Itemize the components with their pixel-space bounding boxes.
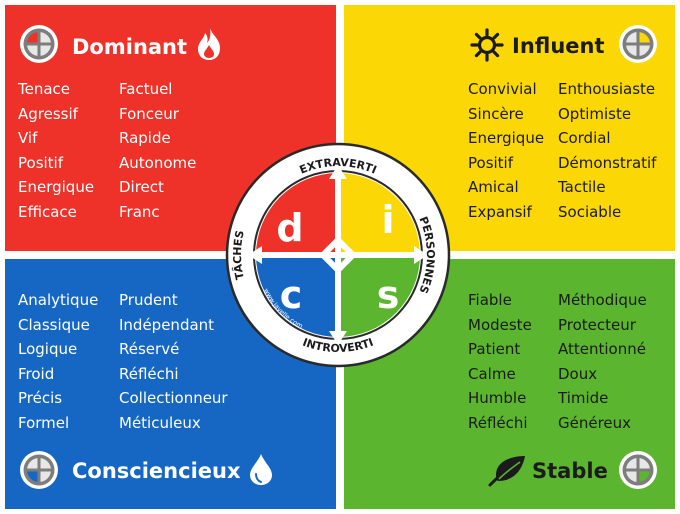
- dominant-title: Dominant: [72, 35, 188, 59]
- disc-wheel: d i c s EXTRAVERTI INTROVERTI TÂCHES PER…: [225, 142, 451, 368]
- trait: Positif: [18, 153, 63, 172]
- wheel-segment-i: [338, 173, 420, 255]
- trait: Factuel: [119, 80, 173, 98]
- disc-badge-icon: [20, 451, 58, 489]
- trait: Méticuleux: [119, 413, 201, 432]
- trait: Fiable: [468, 291, 512, 309]
- trait: Généreux: [558, 413, 632, 432]
- trait: Réfléchi: [468, 413, 528, 432]
- trait: Amical: [468, 178, 519, 197]
- trait: Enthousiaste: [558, 80, 656, 98]
- trait: Timide: [558, 389, 609, 408]
- wheel-segment-d: [256, 173, 338, 255]
- wheel-segment-c: [256, 255, 338, 337]
- trait: Sociable: [558, 202, 622, 221]
- trait: Agressif: [18, 104, 78, 123]
- influent-traits-right: Enthousiaste Optimiste Cordial Démonstra…: [558, 77, 656, 225]
- wheel-axes: [251, 168, 425, 342]
- trait: Franc: [119, 202, 160, 221]
- trait: Rapide: [119, 129, 171, 148]
- trait: Energique: [18, 178, 95, 197]
- trait: Réfléchi: [119, 364, 179, 383]
- trait: Froid: [18, 364, 55, 383]
- trait: Sincère: [468, 104, 524, 123]
- axis-label-left: TÂCHES: [231, 229, 247, 281]
- disc-badge-icon: [20, 25, 58, 63]
- wheel-letter-c: c: [280, 273, 303, 317]
- trait: Indépendant: [119, 315, 215, 334]
- axis-label-bottom: INTROVERTI: [301, 336, 375, 355]
- trait: Cordial: [558, 129, 611, 148]
- trait: Calme: [468, 364, 516, 383]
- trait: Energique: [468, 129, 545, 148]
- wheel-letter-i: i: [381, 198, 394, 242]
- consciencieux-title: Consciencieux: [72, 459, 241, 483]
- stable-traits-left: Fiable Modeste Patient Calme Humble Réfl…: [468, 288, 532, 436]
- influent-traits-left: Convivial Sincère Energique Positif Amic…: [468, 77, 544, 225]
- trait: Optimiste: [558, 104, 632, 123]
- trait: Collectionneur: [119, 389, 228, 408]
- trait: Doux: [558, 364, 598, 383]
- dominant-traits-left: Tenace Agressif Vif Positif Energique Ef…: [18, 77, 94, 225]
- disc-badge-icon: [619, 451, 657, 489]
- trait: Convivial: [468, 80, 537, 98]
- influent-title: Influent: [512, 34, 605, 58]
- trait: Autonome: [119, 153, 197, 172]
- trait: Analytique: [18, 291, 99, 309]
- consciencieux-traits-left: Analytique Classique Logique Froid Préci…: [18, 288, 98, 436]
- trait: Précis: [18, 389, 63, 408]
- flame-icon: [198, 28, 220, 60]
- trait: Efficace: [18, 202, 77, 221]
- leaf-icon: [488, 456, 525, 487]
- trait: Méthodique: [558, 291, 647, 309]
- wheel-segment-s: [338, 255, 420, 337]
- trait: Attentionné: [558, 340, 646, 359]
- disc-badge-icon: [619, 25, 657, 63]
- trait: Vif: [18, 129, 38, 148]
- wheel-letter-d: d: [276, 206, 303, 250]
- trait: Modeste: [468, 315, 532, 334]
- trait: Prudent: [119, 291, 178, 309]
- trait: Tactile: [558, 178, 606, 197]
- trait: Démonstratif: [558, 153, 657, 172]
- sun-icon: [470, 28, 504, 62]
- stable-traits-right: Méthodique Protecteur Attentionné Doux T…: [558, 288, 647, 436]
- trait: Classique: [18, 315, 90, 334]
- trait: Formel: [18, 413, 70, 432]
- consciencieux-traits-right: Prudent Indépendant Réservé Réfléchi Col…: [119, 288, 228, 436]
- trait: Logique: [18, 340, 78, 359]
- wheel-letter-s: s: [377, 273, 400, 317]
- trait: Expansif: [468, 202, 532, 221]
- trait: Patient: [468, 340, 521, 359]
- trait: Protecteur: [558, 315, 636, 334]
- water-drop-icon: [250, 454, 272, 485]
- trait: Réservé: [119, 340, 180, 359]
- trait: Fonceur: [119, 104, 179, 123]
- dominant-traits-right: Factuel Fonceur Rapide Autonome Direct F…: [119, 77, 196, 225]
- stable-title: Stable: [532, 459, 608, 483]
- trait: Positif: [468, 153, 513, 172]
- trait: Tenace: [18, 80, 71, 98]
- arrow-heads: [248, 165, 428, 345]
- trait: Direct: [119, 178, 164, 197]
- trait: Humble: [468, 389, 527, 408]
